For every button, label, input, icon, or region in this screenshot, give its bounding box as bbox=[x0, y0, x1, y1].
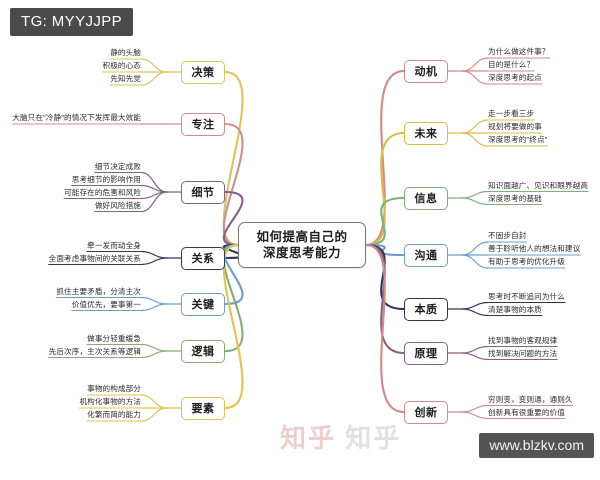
branch-node-label: 沟通 bbox=[414, 250, 438, 262]
leaf-label-left-2-0[interactable]: 细节决定成败 bbox=[94, 161, 141, 171]
leaf-label-left-4-1[interactable]: 价值优先，要事第一 bbox=[71, 299, 141, 309]
leaf-label-left-1-0[interactable]: 大脑只在"冷静"的情况下发挥最大效能 bbox=[12, 113, 141, 122]
center-topic-node[interactable]: 如何提高自己的 深度思考能力 bbox=[238, 222, 366, 268]
branch-node-label: 原理 bbox=[414, 348, 438, 360]
leaf-label-right-1-0[interactable]: 走一步看三步 bbox=[488, 109, 535, 118]
leaf-label-left-0-2[interactable]: 先知先觉 bbox=[110, 74, 141, 83]
branch-node-label: 决策 bbox=[191, 67, 215, 79]
leaf-label-right-6-0[interactable]: 穷则变，变则通，通则久 bbox=[488, 394, 573, 404]
leaf-label-right-1-2[interactable]: 深度思考的"终点" bbox=[488, 135, 548, 144]
leaf-label-right-4-0[interactable]: 思考时不断追问为什么 bbox=[488, 291, 565, 301]
branch-node-label: 要素 bbox=[191, 403, 215, 415]
branch-node-label: 本质 bbox=[414, 304, 438, 316]
site-url-watermark: www.blzkv.com bbox=[479, 433, 594, 458]
branch-node-label: 信息 bbox=[414, 193, 438, 205]
leaf-label-right-6-1[interactable]: 创新具有很重要的价值 bbox=[488, 407, 565, 417]
leaf-label-left-3-1[interactable]: 全面考虑事物间的关联关系 bbox=[48, 253, 141, 263]
leaf-label-left-5-0[interactable]: 做事分轻重缓急 bbox=[87, 333, 141, 343]
center-title-line1: 如何提高自己的 bbox=[256, 230, 348, 244]
leaf-label-left-2-1[interactable]: 思考细节的影响作用 bbox=[71, 174, 141, 184]
branch-node-label: 关键 bbox=[191, 299, 215, 311]
branch-node-right-2[interactable]: 信息 bbox=[404, 186, 448, 210]
leaf-label-right-3-1[interactable]: 善于聆听他人的想法和建议 bbox=[488, 244, 581, 253]
leaf-label-left-0-0[interactable]: 静的头脑 bbox=[110, 48, 141, 57]
leaf-label-right-5-1[interactable]: 找到解决问题的方法 bbox=[488, 348, 558, 358]
branch-node-left-1[interactable]: 专注 bbox=[181, 112, 225, 136]
branch-node-left-2[interactable]: 细节 bbox=[181, 180, 225, 204]
leaf-label-left-4-0[interactable]: 抓住主要矛盾，分清主次 bbox=[56, 286, 141, 296]
branch-node-right-4[interactable]: 本质 bbox=[404, 297, 448, 321]
leaf-label-right-0-1[interactable]: 目的是什么？ bbox=[488, 60, 535, 69]
leaf-label-right-4-1[interactable]: 清楚事物的本质 bbox=[488, 304, 542, 314]
tg-tag-badge: TG: MYYJJPP bbox=[10, 8, 134, 36]
leaf-label-right-5-0[interactable]: 找到事物的客观规律 bbox=[488, 335, 558, 345]
leaf-label-right-3-0[interactable]: 不固步自封 bbox=[488, 231, 527, 240]
branch-node-label: 创新 bbox=[414, 407, 438, 419]
branch-node-right-5[interactable]: 原理 bbox=[404, 341, 448, 365]
leaf-label-right-0-2[interactable]: 深度思考的起点 bbox=[488, 73, 542, 82]
leaf-label-right-1-1[interactable]: 规划将要做的事 bbox=[488, 122, 542, 131]
branch-node-left-6[interactable]: 要素 bbox=[181, 396, 225, 420]
leaf-label-left-3-0[interactable]: 牵一发而动全身 bbox=[87, 240, 141, 250]
leaf-label-right-2-1[interactable]: 深度思考的基础 bbox=[488, 193, 542, 203]
leaf-label-right-0-0[interactable]: 为什么做这件事？ bbox=[488, 47, 550, 56]
branch-node-left-0[interactable]: 决策 bbox=[181, 60, 225, 84]
branch-node-left-5[interactable]: 逻辑 bbox=[181, 339, 225, 363]
leaf-label-left-5-1[interactable]: 先后次序，主次关系等逻辑 bbox=[48, 346, 141, 356]
branch-node-right-0[interactable]: 动机 bbox=[404, 59, 448, 83]
leaf-label-left-2-3[interactable]: 做好风险措施 bbox=[94, 200, 141, 210]
branch-node-right-1[interactable]: 未来 bbox=[404, 121, 448, 145]
branch-node-left-4[interactable]: 关键 bbox=[181, 292, 225, 316]
branch-node-label: 动机 bbox=[414, 66, 438, 78]
branch-node-label: 逻辑 bbox=[191, 346, 215, 358]
branch-node-right-3[interactable]: 沟通 bbox=[404, 243, 448, 267]
leaf-label-left-6-1[interactable]: 机构化事物的方法 bbox=[79, 397, 141, 406]
branch-node-label: 专注 bbox=[191, 119, 215, 131]
leaf-label-left-6-2[interactable]: 化繁而简的能力 bbox=[87, 410, 141, 419]
leaf-label-left-2-2[interactable]: 可能存在的危害和风险 bbox=[64, 187, 141, 197]
leaf-label-right-3-2[interactable]: 有助于思考的优化升级 bbox=[488, 257, 565, 266]
leaf-label-right-2-0[interactable]: 知识面越广、见识和眼界越高 bbox=[488, 180, 589, 190]
center-title-line2: 深度思考能力 bbox=[262, 246, 341, 260]
branch-node-label: 细节 bbox=[191, 187, 215, 199]
branch-node-left-3[interactable]: 关系 bbox=[181, 246, 225, 270]
branch-node-right-6[interactable]: 创新 bbox=[404, 400, 448, 424]
branch-node-label: 关系 bbox=[191, 253, 215, 265]
leaf-label-left-6-0[interactable]: 事物的构成部分 bbox=[87, 384, 141, 393]
leaf-label-left-0-1[interactable]: 积极的心态 bbox=[102, 61, 141, 70]
branch-node-label: 未来 bbox=[414, 128, 438, 140]
